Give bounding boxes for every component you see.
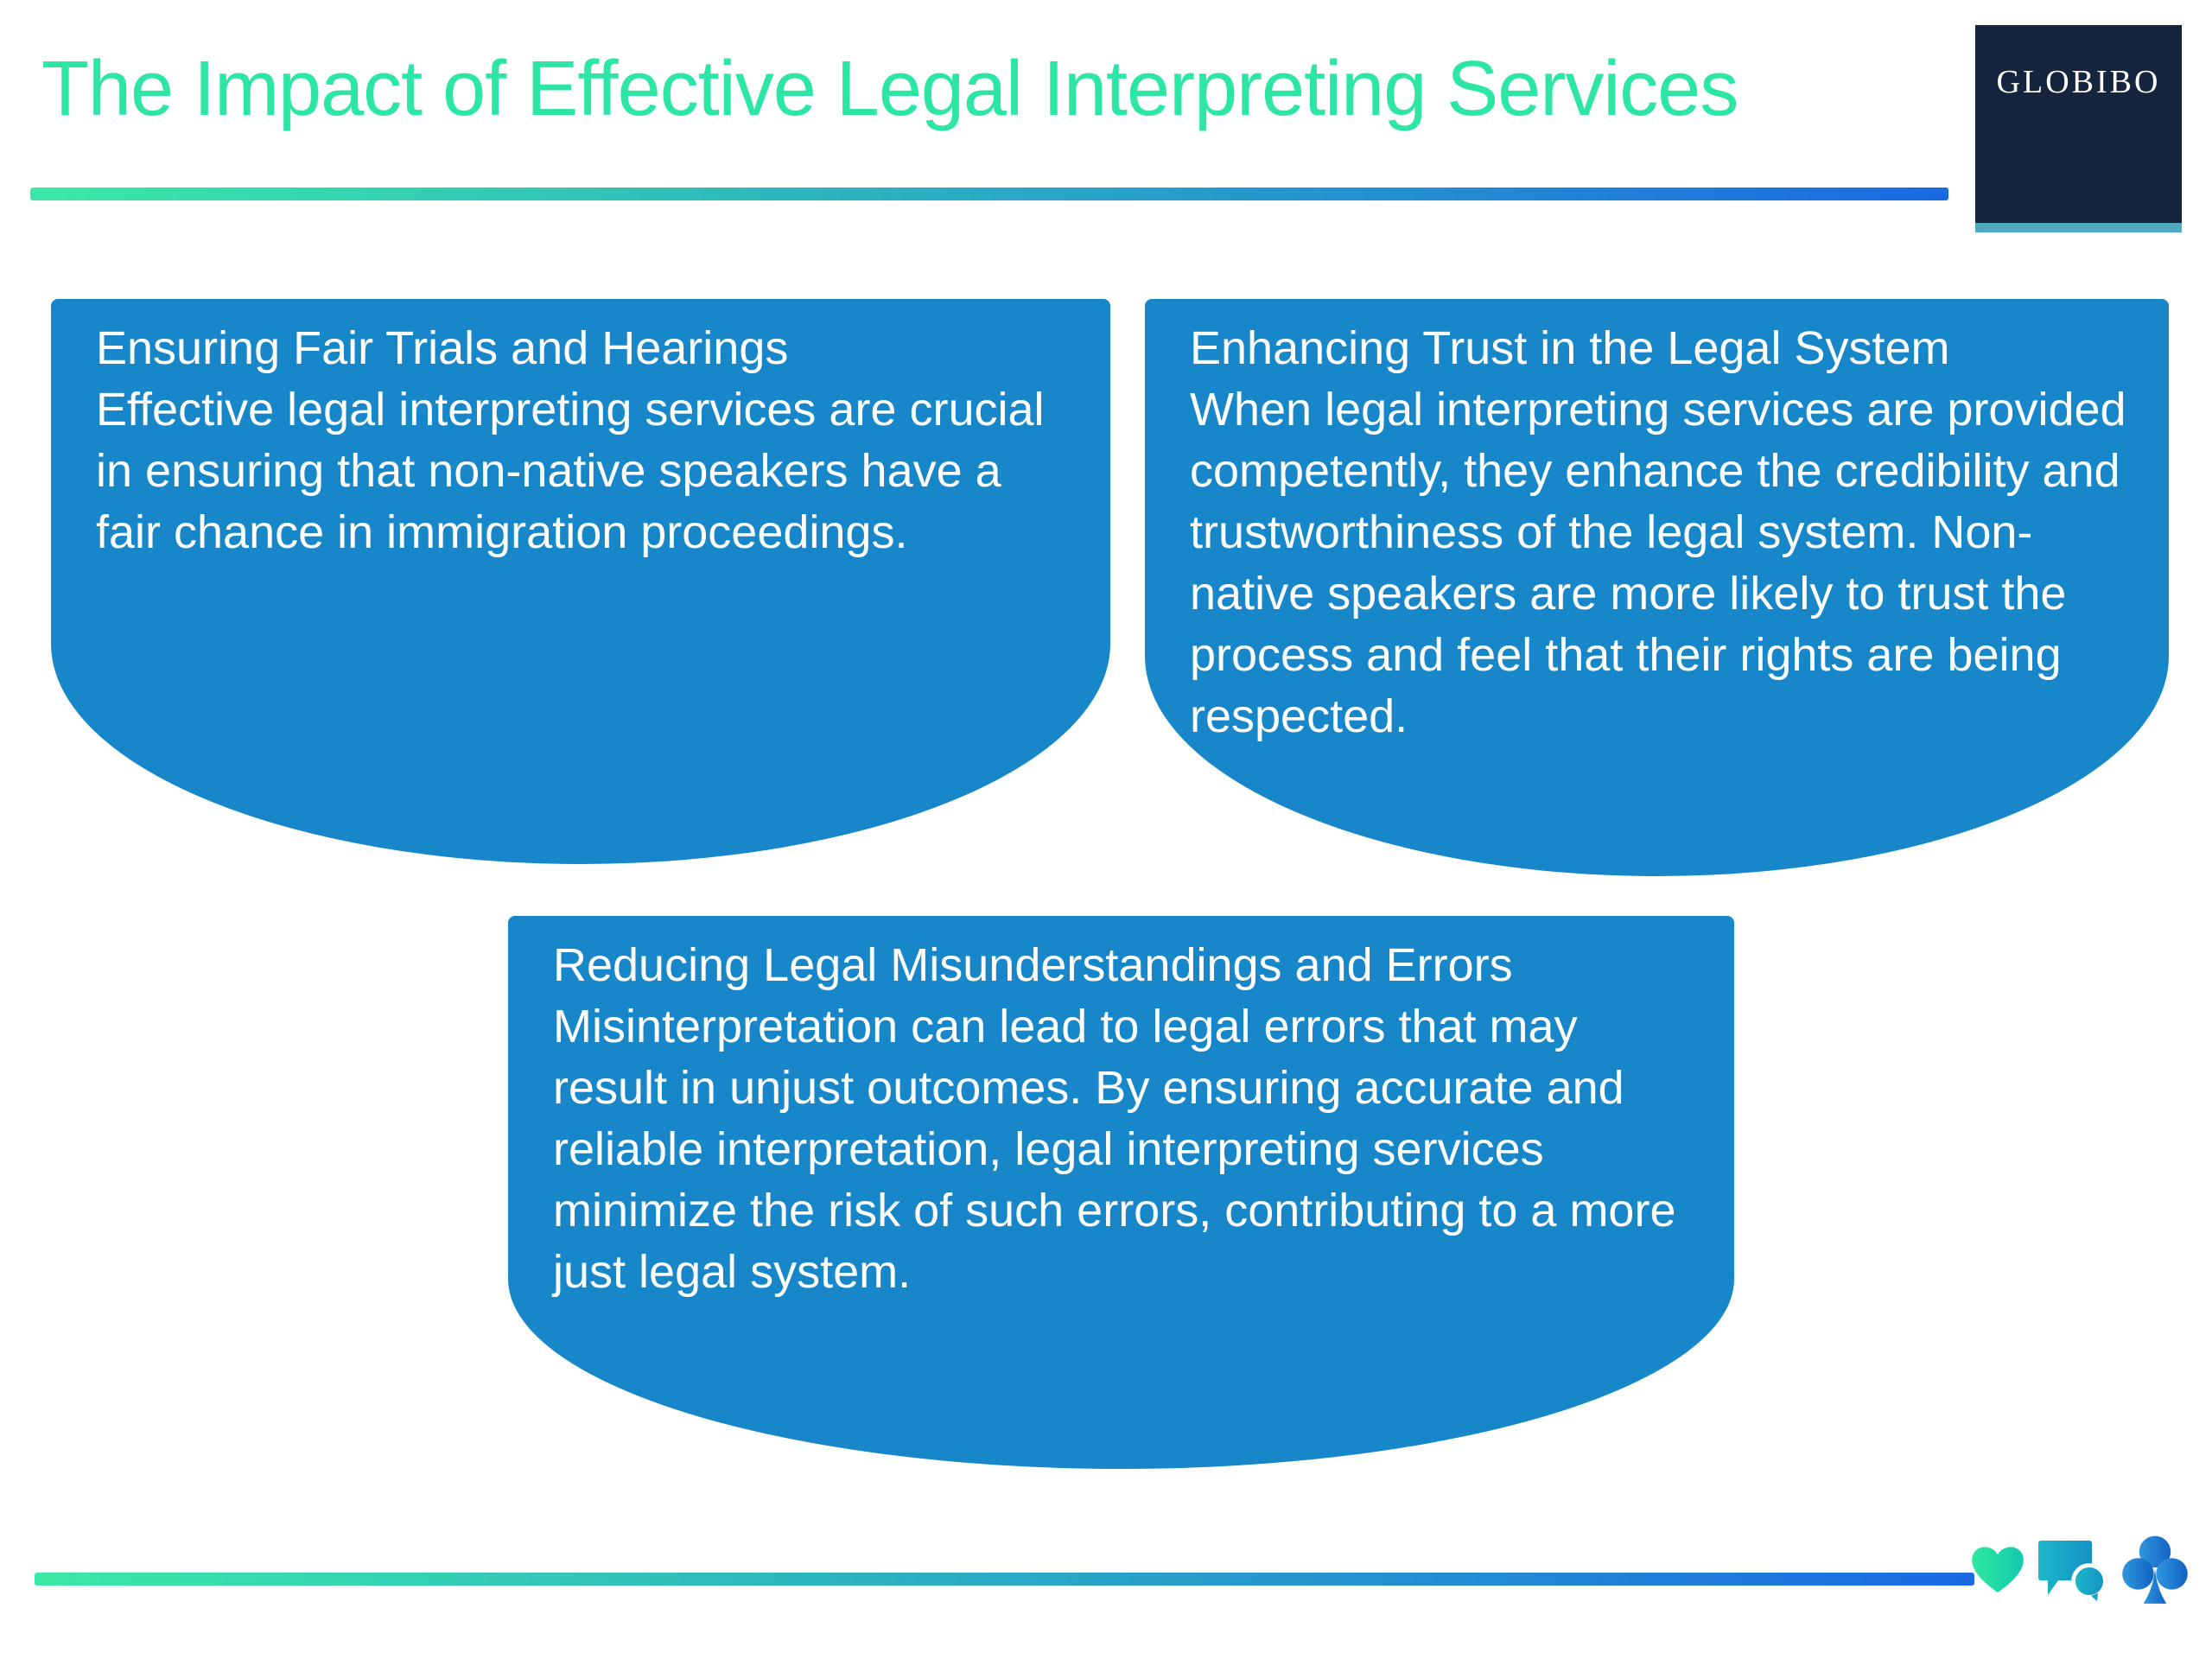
card-body: Effective legal interpreting services ar… (96, 384, 1045, 558)
page-title: The Impact of Effective Legal Interpreti… (41, 46, 1738, 132)
card-body: When legal interpreting services are pro… (1190, 384, 2126, 742)
card-enhancing-trust: Enhancing Trust in the Legal System When… (1145, 299, 2169, 876)
footer-icons (1972, 1534, 2188, 1606)
card-heading: Reducing Legal Misunderstandings and Err… (553, 939, 1513, 991)
logo-stripe (1975, 223, 2182, 232)
globibo-logo: GLOBIBO (1975, 25, 2182, 232)
card-reducing-errors: Reducing Legal Misunderstandings and Err… (508, 916, 1734, 1469)
footer-divider (35, 1573, 1974, 1586)
club-icon (2122, 1535, 2188, 1605)
card-heading: Enhancing Trust in the Legal System (1190, 322, 1950, 374)
card-body: Misinterpretation can lead to legal erro… (553, 1001, 1676, 1298)
card-heading: Ensuring Fair Trials and Hearings (96, 322, 789, 374)
logo-text: GLOBIBO (1996, 64, 2161, 100)
title-divider (30, 188, 1948, 200)
heart-icon (1972, 1547, 2024, 1593)
logo-box: GLOBIBO (1975, 25, 2182, 223)
card-fair-trials: Ensuring Fair Trials and Hearings Effect… (51, 299, 1110, 864)
chat-bubbles-icon (2037, 1539, 2108, 1601)
